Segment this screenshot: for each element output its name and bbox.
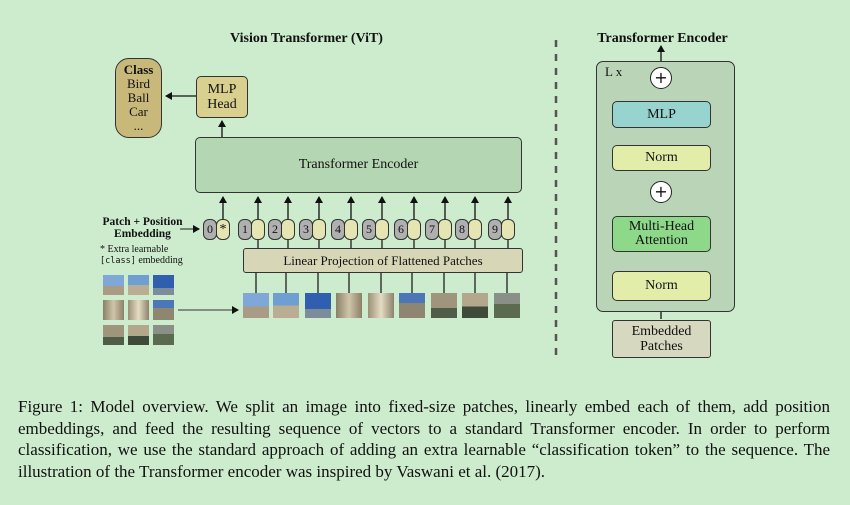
mlp-head-label: MLP Head: [207, 82, 237, 112]
extra-note-line1: * Extra learnable: [100, 244, 169, 255]
attention-box: Multi-Head Attention: [612, 216, 711, 252]
patch-to-projection-lines: [255, 273, 508, 293]
patch-position-embedding-label: Patch + Position Embedding: [102, 216, 183, 240]
attention-label: Multi-Head Attention: [628, 219, 695, 248]
class-box-title: Class: [123, 62, 154, 77]
class-token: *: [216, 219, 230, 240]
patch-embedding-token: [251, 219, 265, 240]
class-item: ...: [133, 118, 144, 133]
class-box: Class Bird Ball Car ...: [115, 58, 162, 138]
image-tile: [153, 275, 174, 295]
norm-top-label: Norm: [645, 150, 678, 165]
mlp-box: MLP: [612, 101, 711, 128]
encoder-title: Transformer Encoder: [597, 31, 728, 46]
flattened-patch: [399, 293, 425, 318]
image-tile: [153, 325, 174, 345]
image-tile: [128, 275, 149, 295]
plus-top-circle: +: [650, 67, 672, 89]
source-image-grid: [103, 275, 175, 345]
extra-note-line2: embedding: [135, 255, 183, 266]
figure-caption: Figure 1: Model overview. We split an im…: [18, 397, 830, 481]
norm-bottom-box: Norm: [612, 271, 711, 301]
flattened-patch: [273, 293, 299, 318]
repeat-label: L x: [605, 64, 623, 79]
plus-mid-circle: +: [650, 181, 672, 203]
flattened-patch: [431, 293, 457, 318]
flattened-patch: [368, 293, 394, 318]
norm-bottom-label: Norm: [645, 278, 678, 293]
flattened-patch: [462, 293, 488, 318]
projection-to-token-lines: [257, 240, 509, 248]
embedded-patches-label: Embedded Patches: [631, 324, 692, 354]
mlp-label: MLP: [647, 106, 676, 122]
vit-encoder-label: Transformer Encoder: [298, 157, 419, 172]
class-item: Car: [129, 104, 148, 119]
image-tile: [128, 325, 149, 345]
linear-projection-label: Linear Projection of Flattened Patches: [283, 252, 483, 268]
norm-top-box: Norm: [612, 145, 711, 171]
flattened-patch: [336, 293, 362, 318]
image-tile: [103, 300, 124, 320]
patch-embedding-token: [407, 219, 421, 240]
embedded-patches-box: Embedded Patches: [612, 320, 711, 358]
extra-note-code: [class]: [100, 256, 136, 266]
patch-embedding-token: [344, 219, 358, 240]
image-tile: [128, 300, 149, 320]
patch-embedding-token: [312, 219, 326, 240]
patch-embedding-token: [468, 219, 482, 240]
vit-encoder-box: Transformer Encoder: [195, 137, 522, 193]
patch-embedding-token: [501, 219, 515, 240]
image-tile: [103, 325, 124, 345]
class-item: Ball: [127, 90, 150, 105]
image-tile: [153, 300, 174, 320]
mlp-head-box: MLP Head: [196, 76, 248, 118]
linear-projection-box: Linear Projection of Flattened Patches: [243, 248, 523, 273]
patch-embedding-token: [438, 219, 452, 240]
flattened-patch: [494, 293, 520, 318]
patch-embedding-token: [281, 219, 295, 240]
flattened-patch: [243, 293, 269, 318]
flattened-patch: [305, 293, 331, 318]
patch-embedding-token: [375, 219, 389, 240]
token-to-encoder-arrows: [219, 196, 512, 219]
class-item: Bird: [126, 76, 151, 91]
extra-learnable-note: * Extra learnable [class] embedding: [100, 244, 200, 267]
image-tile: [103, 275, 124, 295]
vit-title: Vision Transformer (ViT): [230, 31, 383, 46]
